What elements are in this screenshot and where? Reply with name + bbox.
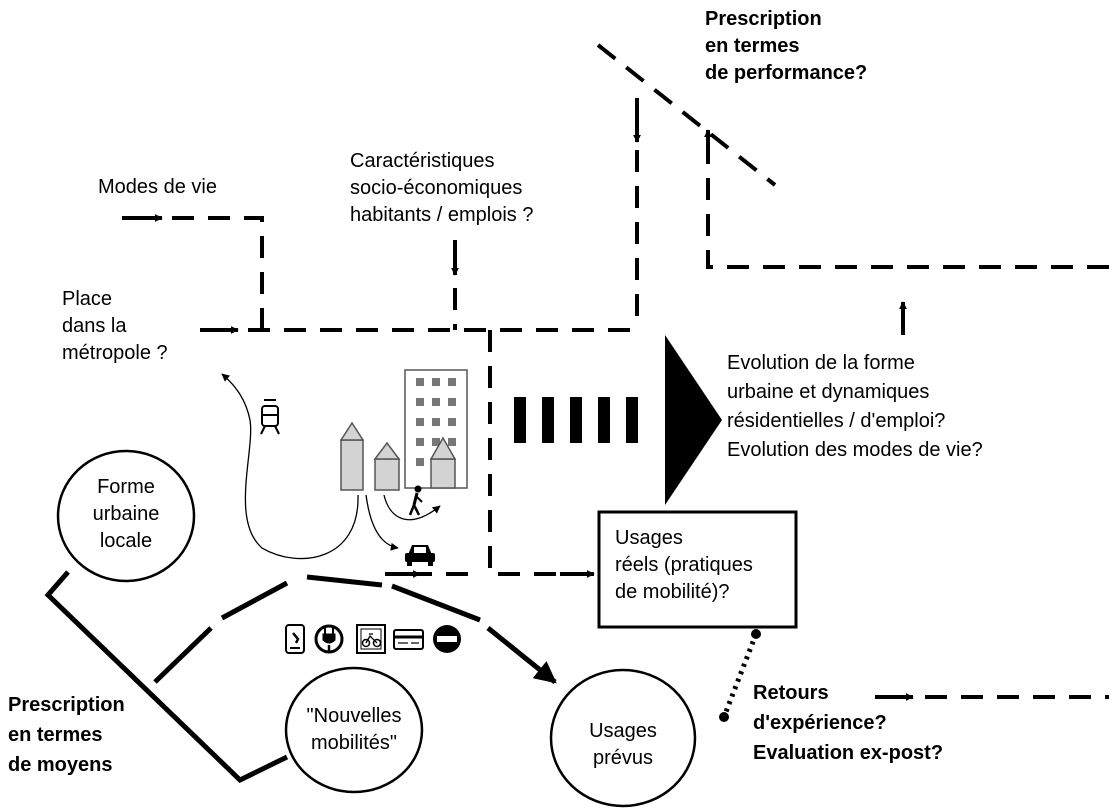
- place-metropole-label: Place dans la métropole ?: [62, 286, 168, 367]
- prescription-upper-segment-4: [391, 583, 481, 623]
- prescription-upper-segment-1: [153, 626, 213, 684]
- prescription-performance-line-2: en termes: [705, 35, 800, 57]
- nouvelles-mobilites-ellipse: [284, 666, 424, 794]
- tram-icon: [260, 399, 280, 435]
- nouvelles-mobilites-line-2: mobilités": [310, 732, 397, 754]
- usages-prevus-line-1: Usages: [589, 720, 657, 742]
- modes-de-vie-path: [172, 216, 264, 330]
- place-metropole-line-3: métropole ?: [62, 342, 168, 364]
- forme-urbaine-line-1: Forme: [97, 476, 155, 498]
- prescription-performance-line-1: Prescription: [705, 8, 822, 30]
- evolution-line-1: Evolution de la forme: [727, 352, 915, 374]
- forme-urbaine-line-3: locale: [99, 530, 153, 552]
- card-ticket-icon: [393, 629, 424, 650]
- prescription-upper-segment-3: [306, 574, 383, 588]
- place-metropole-line-2: dans la: [62, 315, 127, 337]
- usages-reels-box: [597, 510, 798, 629]
- prescription-moyens-line-3: de moyens: [8, 754, 113, 776]
- trip-curve-pedestrian: [383, 494, 441, 521]
- retours-line-2: d'expérience?: [753, 712, 887, 734]
- prescription-performance-line-3: de performance?: [705, 62, 868, 84]
- prescription-upper-segment-2: [220, 580, 289, 621]
- prescription-performance-label: Prescription en termes de performance?: [705, 6, 867, 87]
- caracteristiques-line-2: socio-économiques: [350, 177, 523, 199]
- pedestrian-icon: [408, 485, 423, 516]
- prescription-moyens-label: Prescription en termes de moyens: [8, 690, 125, 780]
- trip-curve-car: [365, 494, 399, 551]
- evaluation-dotted-line: [721, 633, 759, 718]
- evolution-big-arrow: [514, 335, 722, 505]
- charging-plug-icon: [314, 624, 344, 654]
- performance-diagonal-line: [596, 43, 777, 187]
- prescription-lower-path: [44, 570, 289, 784]
- feedback-up-path: [706, 145, 1109, 269]
- forme-urbaine-line-2: urbaine: [92, 503, 160, 525]
- usages-prevus-label: Usages prévus: [551, 718, 695, 772]
- usages-reels-line-1: Usages: [615, 527, 683, 549]
- evaluation-dot-bottom: [719, 712, 729, 722]
- caracteristiques-line-3: habitants / emplois ?: [350, 204, 534, 226]
- retours-line-1: Retours: [753, 682, 829, 704]
- caracteristiques-label: Caractéristiques socio-économiques habit…: [350, 148, 533, 229]
- retours-line-3: Evaluation ex-post?: [753, 742, 944, 764]
- place-metropole-line-1: Place: [62, 288, 113, 310]
- prescription-moyens-line-1: Prescription: [8, 694, 125, 716]
- usages-reels-line-2: réels (pratiques: [615, 554, 753, 576]
- modes-de-vie-label: Modes de vie: [98, 176, 217, 198]
- usages-reels-label: Usages réels (pratiques de mobilité)?: [615, 525, 753, 606]
- evolution-line-3: résidentielles / d'emploi?: [727, 410, 946, 432]
- buildings-icon: [339, 369, 468, 491]
- nouvelles-mobilites-line-1: "Nouvelles: [306, 705, 402, 727]
- trip-curve-metropole: [221, 373, 359, 560]
- usages-prevus-line-2: prévus: [592, 747, 654, 769]
- no-entry-icon: [433, 625, 461, 653]
- context-to-usages-path: [488, 330, 560, 576]
- usages-prevus-ellipse: [549, 668, 697, 808]
- evolution-label: Evolution de la forme urbaine et dynamiq…: [727, 349, 983, 465]
- forme-urbaine-ellipse: [56, 449, 196, 583]
- evolution-line-4: Evolution des modes de vie?: [727, 439, 983, 461]
- usages-reels-line-3: de mobilité)?: [615, 581, 730, 603]
- evolution-line-2: urbaine et dynamiques: [727, 381, 930, 403]
- retours-label: Retours d'expérience? Evaluation ex-post…: [753, 678, 943, 768]
- forme-urbaine-label: Forme urbaine locale: [58, 474, 194, 555]
- car-icon: [405, 545, 435, 566]
- evaluation-dot-top: [751, 629, 761, 639]
- nouvelles-mobilites-label: "Nouvelles mobilités": [286, 703, 422, 757]
- prescription-moyens-line-2: en termes: [8, 724, 103, 746]
- bike-sharing-icon: [356, 624, 386, 654]
- caracteristiques-line-1: Caractéristiques: [350, 150, 495, 172]
- smartphone-icon: [285, 624, 305, 654]
- prescription-to-usages-arrow: [486, 626, 557, 684]
